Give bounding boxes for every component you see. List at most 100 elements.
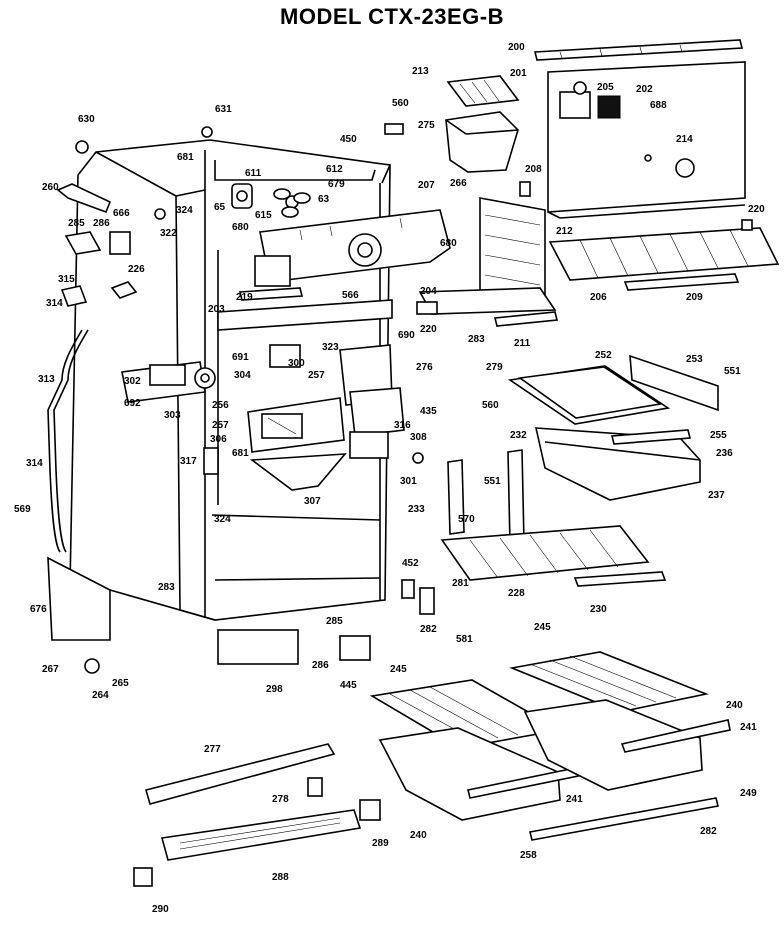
label-281: 281 xyxy=(452,578,469,589)
label-253: 253 xyxy=(686,354,703,365)
label-314-top: 314 xyxy=(46,298,63,309)
label-258: 258 xyxy=(520,850,537,861)
crisper-cover xyxy=(507,365,671,425)
small-parts xyxy=(75,123,753,887)
drawer-rail xyxy=(529,797,719,841)
label-205: 205 xyxy=(597,82,614,93)
hinge-cover xyxy=(64,231,131,255)
label-202: 202 xyxy=(636,84,653,95)
drain-tube xyxy=(47,329,89,553)
label-257-top: 257 xyxy=(308,370,325,381)
label-551-mid: 551 xyxy=(484,476,501,487)
label-279: 279 xyxy=(486,362,503,373)
label-681: 681 xyxy=(177,152,194,163)
fan-blade xyxy=(273,188,311,218)
label-302: 302 xyxy=(124,376,141,387)
label-230: 230 xyxy=(590,604,607,615)
label-252: 252 xyxy=(595,350,612,361)
label-282-low: 282 xyxy=(700,826,717,837)
label-255: 255 xyxy=(710,430,727,441)
label-257-mid: 257 xyxy=(212,420,229,431)
label-65: 65 xyxy=(214,202,226,213)
door-top-trim xyxy=(533,39,744,61)
label-681-low: 681 xyxy=(232,448,249,459)
label-581: 581 xyxy=(456,634,473,645)
damper-control-assembly xyxy=(247,397,345,453)
label-631: 631 xyxy=(215,104,232,115)
label-283-top: 283 xyxy=(468,334,485,345)
label-220-mid: 220 xyxy=(420,324,437,335)
label-282-mid: 282 xyxy=(420,624,437,635)
label-220-top: 220 xyxy=(748,204,765,215)
label-240-right: 240 xyxy=(726,700,743,711)
label-612: 612 xyxy=(326,164,343,175)
label-666: 666 xyxy=(113,208,130,219)
slide-rail xyxy=(629,354,719,412)
freezer-divider xyxy=(418,197,559,327)
ice-tray xyxy=(446,75,520,107)
label-314-low: 314 xyxy=(26,458,43,469)
label-213: 213 xyxy=(412,66,429,77)
fan-motor xyxy=(231,183,253,209)
label-233: 233 xyxy=(408,504,425,515)
label-260: 260 xyxy=(42,182,59,193)
label-237: 237 xyxy=(708,490,725,501)
hinge-bracket xyxy=(110,281,138,299)
label-680-left: 680 xyxy=(232,222,249,233)
label-560-mid: 560 xyxy=(482,400,499,411)
label-566: 566 xyxy=(342,290,359,301)
freezer-door-panel xyxy=(547,61,746,219)
label-209: 209 xyxy=(686,292,703,303)
label-308: 308 xyxy=(410,432,427,443)
label-324-low: 324 xyxy=(214,514,231,525)
center-hinge xyxy=(401,579,435,615)
label-285-low: 285 xyxy=(326,616,343,627)
label-286-low: 286 xyxy=(312,660,329,671)
label-207: 207 xyxy=(418,180,435,191)
label-298: 298 xyxy=(266,684,283,695)
part-labels: 200 201 213 205 202 688 560 275 450 631 … xyxy=(14,42,765,915)
label-688: 688 xyxy=(650,100,667,111)
label-301: 301 xyxy=(400,476,417,487)
label-691: 691 xyxy=(232,352,249,363)
label-267: 267 xyxy=(42,664,59,675)
label-630: 630 xyxy=(78,114,95,125)
label-228: 228 xyxy=(508,588,525,599)
label-313: 313 xyxy=(38,374,55,385)
label-324-top: 324 xyxy=(176,205,193,216)
label-551-right: 551 xyxy=(724,366,741,377)
label-275: 275 xyxy=(418,120,435,131)
label-241-right: 241 xyxy=(740,722,757,733)
label-232: 232 xyxy=(510,430,527,441)
label-322: 322 xyxy=(160,228,177,239)
light-housing xyxy=(249,453,347,491)
cabinet-case xyxy=(47,139,391,641)
label-435: 435 xyxy=(420,406,437,417)
label-278: 278 xyxy=(272,794,289,805)
label-452: 452 xyxy=(402,558,419,569)
label-208: 208 xyxy=(525,164,542,175)
label-315: 315 xyxy=(58,274,75,285)
label-204: 204 xyxy=(420,286,437,297)
label-692: 692 xyxy=(124,398,141,409)
label-206: 206 xyxy=(590,292,607,303)
label-290: 290 xyxy=(152,904,169,915)
label-288: 288 xyxy=(272,872,289,883)
label-289: 289 xyxy=(372,838,389,849)
ice-bucket xyxy=(445,111,519,173)
label-450: 450 xyxy=(340,134,357,145)
label-300: 300 xyxy=(288,358,305,369)
label-264: 264 xyxy=(92,690,109,701)
label-212: 212 xyxy=(556,226,573,237)
label-615: 615 xyxy=(255,210,272,221)
cam-part xyxy=(60,285,88,307)
fresh-food-shelf xyxy=(440,525,667,587)
base-grille xyxy=(160,809,362,861)
label-570: 570 xyxy=(458,514,475,525)
label-304: 304 xyxy=(234,370,251,381)
label-236: 236 xyxy=(716,448,733,459)
label-63: 63 xyxy=(318,194,330,205)
label-323: 323 xyxy=(322,342,339,353)
label-286-top: 286 xyxy=(93,218,110,229)
